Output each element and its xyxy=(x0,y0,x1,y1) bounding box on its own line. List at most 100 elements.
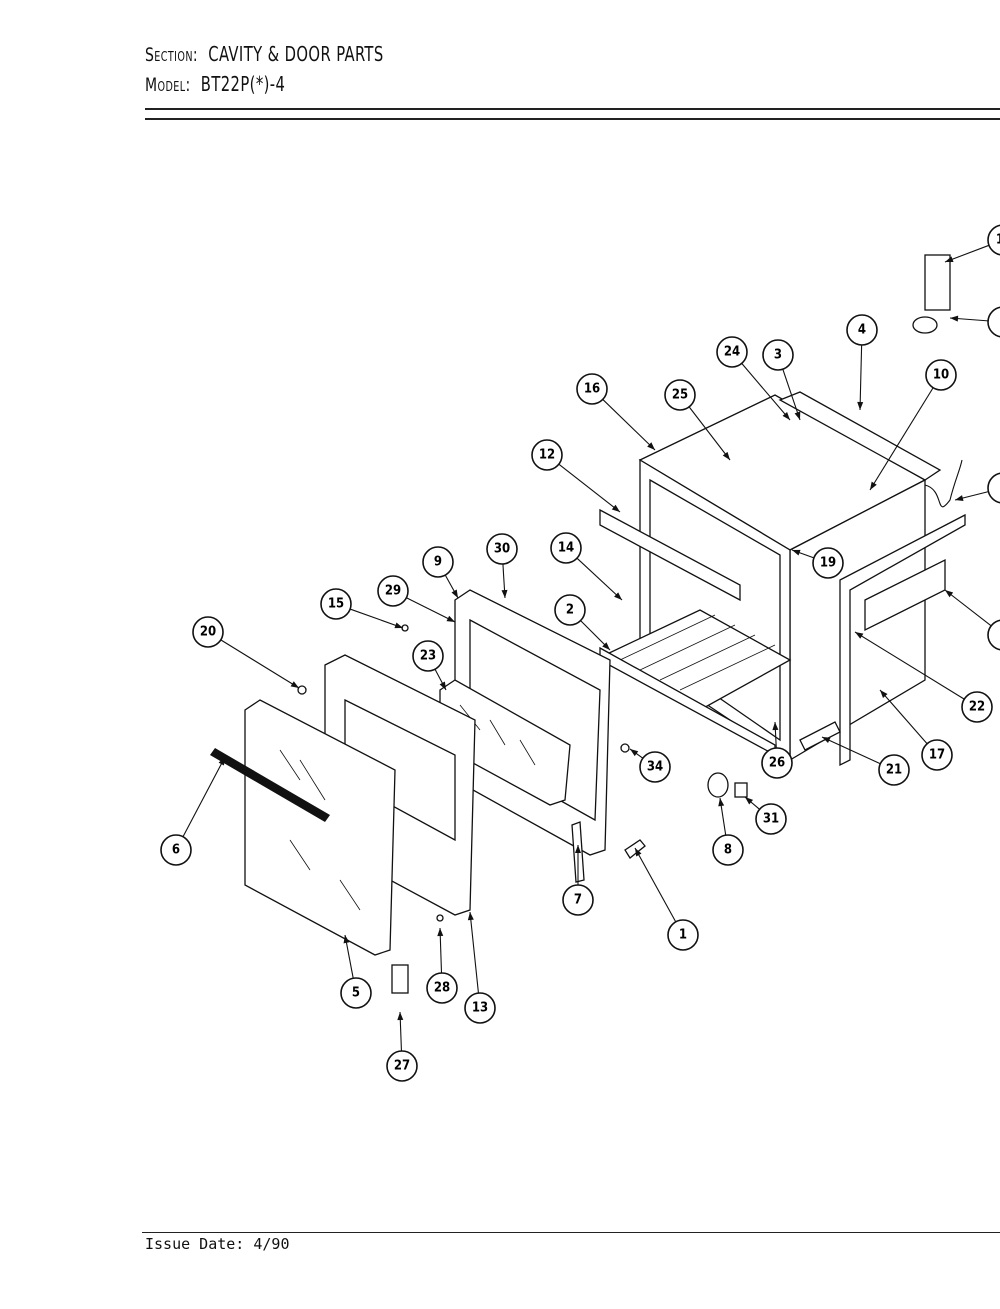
callout-circle xyxy=(921,739,953,771)
callout-number: 7 xyxy=(574,893,582,908)
callout-2: 2 xyxy=(554,594,586,626)
leader-line xyxy=(879,689,928,745)
issue-date: Issue Date: 4/90 xyxy=(145,1235,290,1253)
callout-number: 15 xyxy=(328,597,344,612)
callout-circle xyxy=(639,751,671,783)
callout-number: 19 xyxy=(820,556,836,571)
callout-circle xyxy=(422,546,454,578)
arrowhead-icon xyxy=(722,451,730,460)
callout-number: 23 xyxy=(420,649,436,664)
arrowhead-icon xyxy=(647,442,655,450)
leader-line xyxy=(854,631,965,700)
callout-circle xyxy=(846,314,878,346)
callout-number: 27 xyxy=(394,1059,410,1074)
callout-circle xyxy=(716,336,748,368)
arrowhead-icon xyxy=(950,315,959,322)
callout-circle xyxy=(762,339,794,371)
door-glass xyxy=(244,699,396,956)
arrowhead-icon xyxy=(772,722,779,731)
callout-20: 20 xyxy=(192,616,224,648)
callout-circle xyxy=(486,533,518,565)
callout-number: 25 xyxy=(672,388,688,403)
callout-number: 4 xyxy=(858,323,866,338)
callout-number: 1 xyxy=(996,233,1000,248)
callout-number: 29 xyxy=(385,584,401,599)
callout-30: 30 xyxy=(486,533,518,565)
callout-28: 28 xyxy=(426,972,458,1004)
power-cord xyxy=(924,459,963,508)
callout-circle xyxy=(925,359,957,391)
callouts: 1234567891012131415161719202122232425262… xyxy=(160,224,1000,1082)
leader-line xyxy=(220,639,300,689)
section-label: Section: xyxy=(145,44,199,66)
screw-28 xyxy=(436,914,444,922)
callout-27: 27 xyxy=(386,1050,418,1082)
callout-31: 31 xyxy=(755,803,787,835)
callout-19: 19 xyxy=(812,547,844,579)
callout-circle xyxy=(464,992,496,1024)
callout-24: 24 xyxy=(716,336,748,368)
leader-line xyxy=(782,369,801,421)
callout-circle xyxy=(160,834,192,866)
callout-circle xyxy=(412,640,444,672)
callout-number: 28 xyxy=(434,981,450,996)
arrowhead-icon xyxy=(745,797,754,805)
callout-number: 21 xyxy=(886,763,902,778)
header-rule-top xyxy=(145,108,1000,110)
oven-drawing xyxy=(210,254,966,994)
arrowhead-icon xyxy=(855,632,864,639)
callout-number: 17 xyxy=(929,748,945,763)
callout-circle xyxy=(426,972,458,1004)
callout-number: 5 xyxy=(352,986,360,1001)
callout-circle xyxy=(761,747,793,779)
glass-reflection-hatch xyxy=(279,749,361,911)
leader-line xyxy=(944,589,992,627)
callout-number: 22 xyxy=(969,700,985,715)
arrowhead-icon xyxy=(343,935,350,944)
callout-number: 31 xyxy=(763,812,779,827)
callout-21: 21 xyxy=(878,754,910,786)
arrowhead-icon xyxy=(575,845,581,853)
callout-circle xyxy=(987,306,1000,338)
callout-number: 20 xyxy=(200,625,216,640)
arrowhead-icon xyxy=(501,589,508,598)
callout-17: 17 xyxy=(921,739,953,771)
callout-circle xyxy=(664,379,696,411)
edge-callout-cut-off xyxy=(987,306,1000,338)
pipe-fitting xyxy=(912,316,938,334)
section-value: CAVITY & DOOR PARTS xyxy=(208,42,384,66)
callout-circle xyxy=(550,532,582,564)
arrowhead-icon xyxy=(394,622,403,629)
callout-circle xyxy=(576,373,608,405)
leader-line xyxy=(634,847,677,923)
callout-circle xyxy=(755,803,787,835)
arrowhead-icon xyxy=(630,749,639,757)
callout-circle xyxy=(961,691,993,723)
leader-line xyxy=(821,736,881,765)
callout-circle xyxy=(712,834,744,866)
leader-line xyxy=(182,756,226,837)
edge-callout-1: 1 xyxy=(987,224,1000,256)
arrowhead-icon xyxy=(290,681,299,688)
element-bracket xyxy=(799,721,841,751)
callout-25: 25 xyxy=(664,379,696,411)
edge-callout-cut-off xyxy=(987,472,1000,504)
callout-circle xyxy=(192,616,224,648)
callout-circle xyxy=(377,575,409,607)
callout-number: 1 xyxy=(679,928,687,943)
callout-number: 2 xyxy=(566,603,574,618)
callout-22: 22 xyxy=(961,691,993,723)
callout-6: 6 xyxy=(160,834,192,866)
callout-circle xyxy=(386,1050,418,1082)
callout-circle xyxy=(987,619,1000,651)
callout-circle xyxy=(878,754,910,786)
arrowhead-icon xyxy=(397,1012,404,1021)
arrowhead-icon xyxy=(635,848,642,857)
callout-number: 13 xyxy=(472,1001,488,1016)
arrowhead-icon xyxy=(611,504,620,512)
leader-line xyxy=(558,463,621,513)
callout-circle xyxy=(987,224,1000,256)
callout-number: 34 xyxy=(647,760,663,775)
arrowhead-icon xyxy=(218,757,225,766)
light-bulb xyxy=(707,772,729,798)
